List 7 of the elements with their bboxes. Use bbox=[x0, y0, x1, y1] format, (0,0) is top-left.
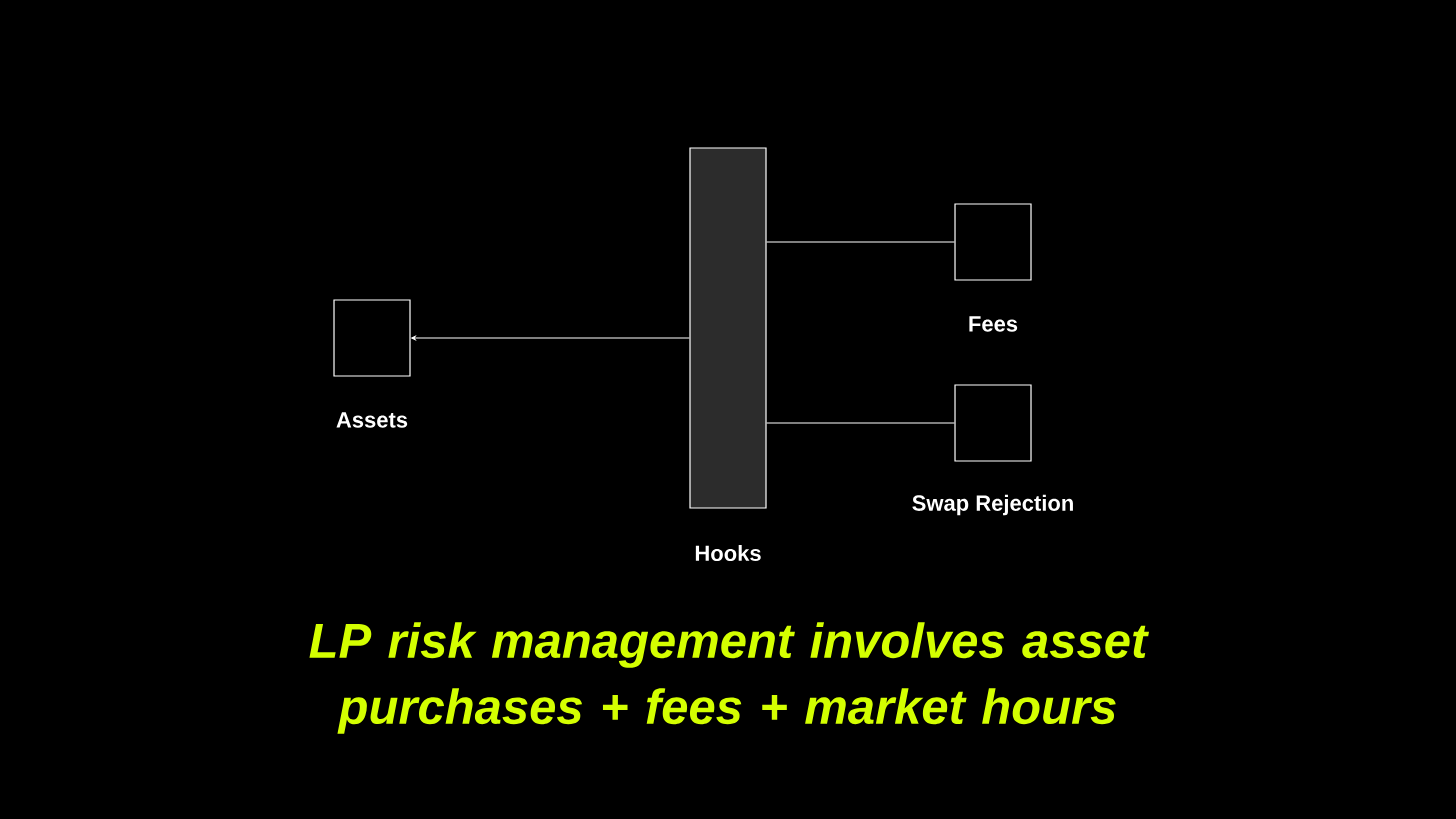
connector-line bbox=[766, 241, 955, 243]
node-label: Fees bbox=[969, 316, 1018, 332]
node-label: Swap Rejection bbox=[912, 494, 1073, 516]
node-label: Assets bbox=[336, 412, 408, 428]
caption: LP risk management involves asset purchases + fees + market hours bbox=[309, 622, 1149, 734]
connector-line bbox=[766, 422, 955, 424]
node-label: Hooks bbox=[695, 544, 761, 562]
